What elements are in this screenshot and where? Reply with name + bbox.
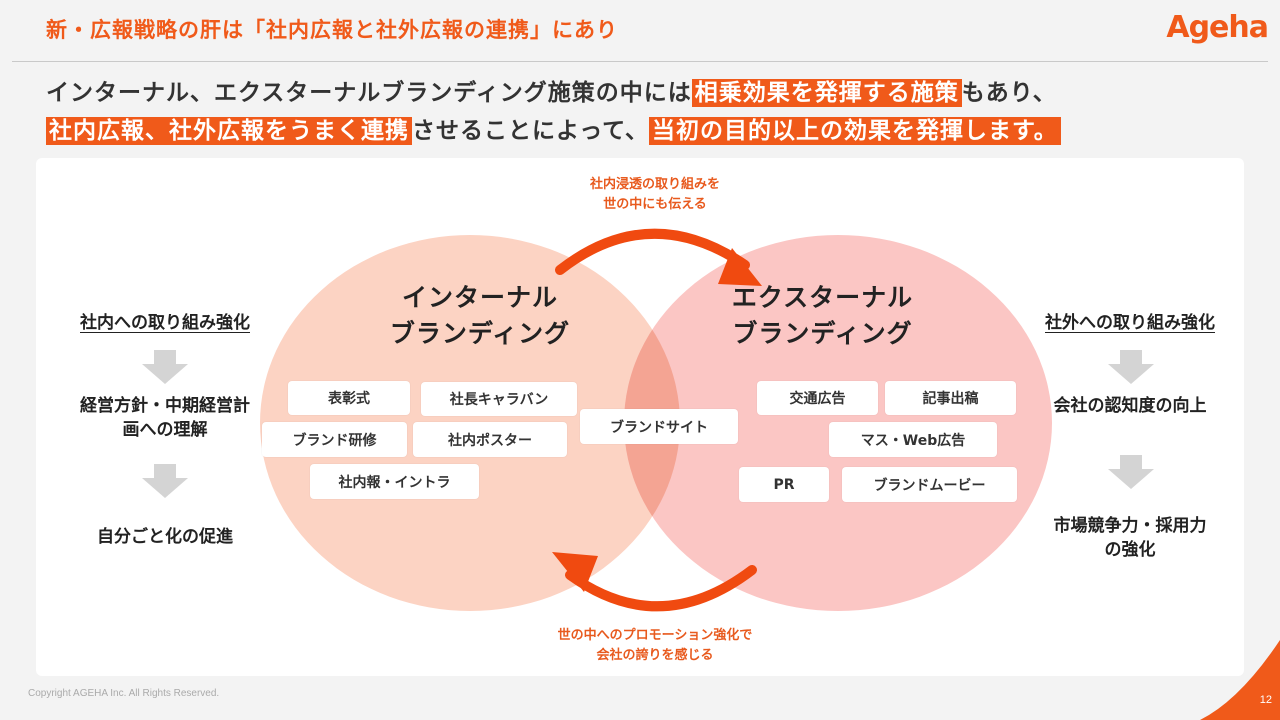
lead-highlight-1: 相乗効果を発揮する施策 xyxy=(691,79,962,107)
down-arrow-icon xyxy=(1108,350,1154,384)
tag-president-caravan: 社長キャラバン xyxy=(421,382,577,416)
external-branding-title: エクスターナル ブランディング xyxy=(700,280,945,352)
top-arc-arrow xyxy=(555,228,750,275)
external-focus-heading: 社外への取り組み強化 xyxy=(1045,313,1215,333)
page-number: 12 xyxy=(1259,694,1272,706)
lead-line2-text: させることによって、 xyxy=(412,118,650,144)
tag-pr: PR xyxy=(739,467,829,502)
internal-focus-heading: 社内への取り組み強化 xyxy=(80,313,250,333)
lead-highlight-3: 当初の目的以上の効果を発揮します。 xyxy=(649,117,1061,145)
tag-internal-newsletter: 社内報・イントラ xyxy=(310,464,479,499)
lead-line1-text: インターナル、エクスターナルブランディング施策の中には xyxy=(46,80,692,106)
page-title: 新・広報戦略の肝は「社内広報と社外広報の連携」にあり xyxy=(46,18,618,42)
tag-mass-web-ads: マス・Web広告 xyxy=(829,422,997,457)
lead-text: インターナル、エクスターナルブランディング施策の中には相乗効果を発揮する施策もあ… xyxy=(46,74,1246,150)
tag-transit-ads: 交通広告 xyxy=(757,381,878,415)
internal-step1-line2: 画への理解 xyxy=(122,420,208,440)
internal-step-1: 経営方針・中期経営計 画への理解 xyxy=(55,394,275,442)
lead-line-1: インターナル、エクスターナルブランディング施策の中には相乗効果を発揮する施策もあ… xyxy=(46,74,1246,112)
external-step2-line1: 市場競争力・採用力 xyxy=(1053,516,1207,536)
bottom-arrow-head xyxy=(552,552,598,592)
external-title-line2: ブランディング xyxy=(732,319,913,348)
bottom-caption: 世の中へのプロモーション強化で 会社の誇りを感じる xyxy=(520,626,790,666)
ageha-logo: Ageha xyxy=(1166,10,1269,45)
external-title-line1: エクスターナル xyxy=(731,283,914,312)
internal-branding-title: インターナル ブランディング xyxy=(360,280,600,352)
internal-title-line1: インターナル xyxy=(401,283,558,312)
top-caption: 社内浸透の取り組みを 世の中にも伝える xyxy=(545,175,765,215)
internal-title-line2: ブランディング xyxy=(389,319,571,348)
corner-decoration xyxy=(1200,640,1280,720)
lead-line1-tail: もあり、 xyxy=(961,80,1057,106)
lead-line-2: 社内広報、社外広報をうまく連携させることによって、当初の目的以上の効果を発揮しま… xyxy=(46,112,1246,150)
top-arrow-head xyxy=(718,248,762,286)
copyright: Copyright AGEHA Inc. All Rights Reserved… xyxy=(28,688,220,699)
down-arrow-icon xyxy=(142,350,188,384)
tag-brand-movie: ブランドムービー xyxy=(842,467,1017,502)
external-step-2: 市場競争力・採用力 の強化 xyxy=(1020,514,1240,562)
top-caption-line2: 世の中にも伝える xyxy=(603,197,707,212)
tag-brand-training: ブランド研修 xyxy=(262,422,407,457)
down-arrow-icon xyxy=(1108,455,1154,489)
lead-highlight-2: 社内広報、社外広報をうまく連携 xyxy=(46,117,412,145)
bottom-caption-line1: 世の中へのプロモーション強化で xyxy=(557,628,753,643)
tag-internal-poster: 社内ポスター xyxy=(413,422,567,457)
external-step2-line2: の強化 xyxy=(1104,540,1156,560)
external-step-1: 会社の認知度の向上 xyxy=(1053,396,1207,416)
internal-step1-line1: 経営方針・中期経営計 xyxy=(80,396,250,416)
bottom-arc-arrow xyxy=(565,565,757,612)
tag-article-placement: 記事出稿 xyxy=(885,381,1016,415)
down-arrow-icon xyxy=(142,464,188,498)
tag-brand-site: ブランドサイト xyxy=(580,409,738,444)
title-divider xyxy=(12,61,1268,62)
internal-step-2: 自分ごと化の促進 xyxy=(97,527,233,547)
bottom-caption-line2: 会社の誇りを感じる xyxy=(596,648,714,663)
top-caption-line1: 社内浸透の取り組みを xyxy=(589,177,720,192)
tag-award-ceremony: 表彰式 xyxy=(288,381,410,415)
